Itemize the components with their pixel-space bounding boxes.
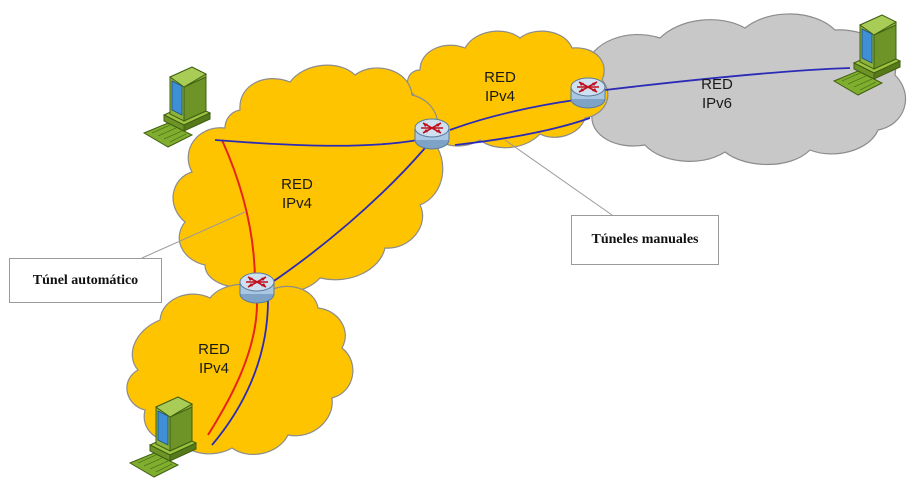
cloud-label-line1: RED (281, 176, 313, 193)
cloud-label-line2: IPv4 (485, 88, 515, 105)
callout-manual-tunnels: Túneles manuales (571, 215, 719, 265)
cloud-label-line1: RED (701, 76, 733, 93)
manual-tunnel-line (214, 139, 419, 147)
cloud-ipv6 (571, 13, 907, 166)
cloud-label-line2: IPv6 (702, 95, 732, 112)
cloud-label-line1: RED (484, 69, 516, 86)
desktop-computer-icon (129, 396, 197, 478)
cloud-label-line2: IPv4 (282, 195, 312, 212)
manual-tunnel-line (449, 99, 576, 131)
manual-tunnel-line (454, 117, 591, 146)
cloud-label-line1: RED (198, 341, 230, 358)
cloud-label-ipv4-center: RED IPv4 (281, 176, 313, 212)
cloud-label-ipv4-top: RED IPv4 (484, 69, 516, 105)
cloud-label-ipv4-bottom: RED IPv4 (198, 341, 230, 377)
cloud-ipv4-center (172, 64, 444, 294)
tunnel-lines (207, 67, 851, 446)
cloud-label-line2: IPv4 (199, 360, 229, 377)
callout-automatic-tunnel: Túnel automático (9, 258, 162, 303)
automatic-tunnel-line (221, 139, 256, 284)
automatic-tunnel-line (207, 299, 259, 436)
manual-tunnel-line (211, 299, 269, 446)
cloud-label-ipv6: RED IPv6 (701, 76, 733, 112)
manual-tunnel-line (267, 147, 426, 286)
callout-leader-manual (504, 139, 613, 216)
callout-leader-automatic (141, 211, 246, 259)
router-icon (570, 77, 606, 109)
router-icon (239, 272, 275, 304)
router-icon (414, 118, 450, 150)
manual-tunnel-line (604, 67, 851, 91)
